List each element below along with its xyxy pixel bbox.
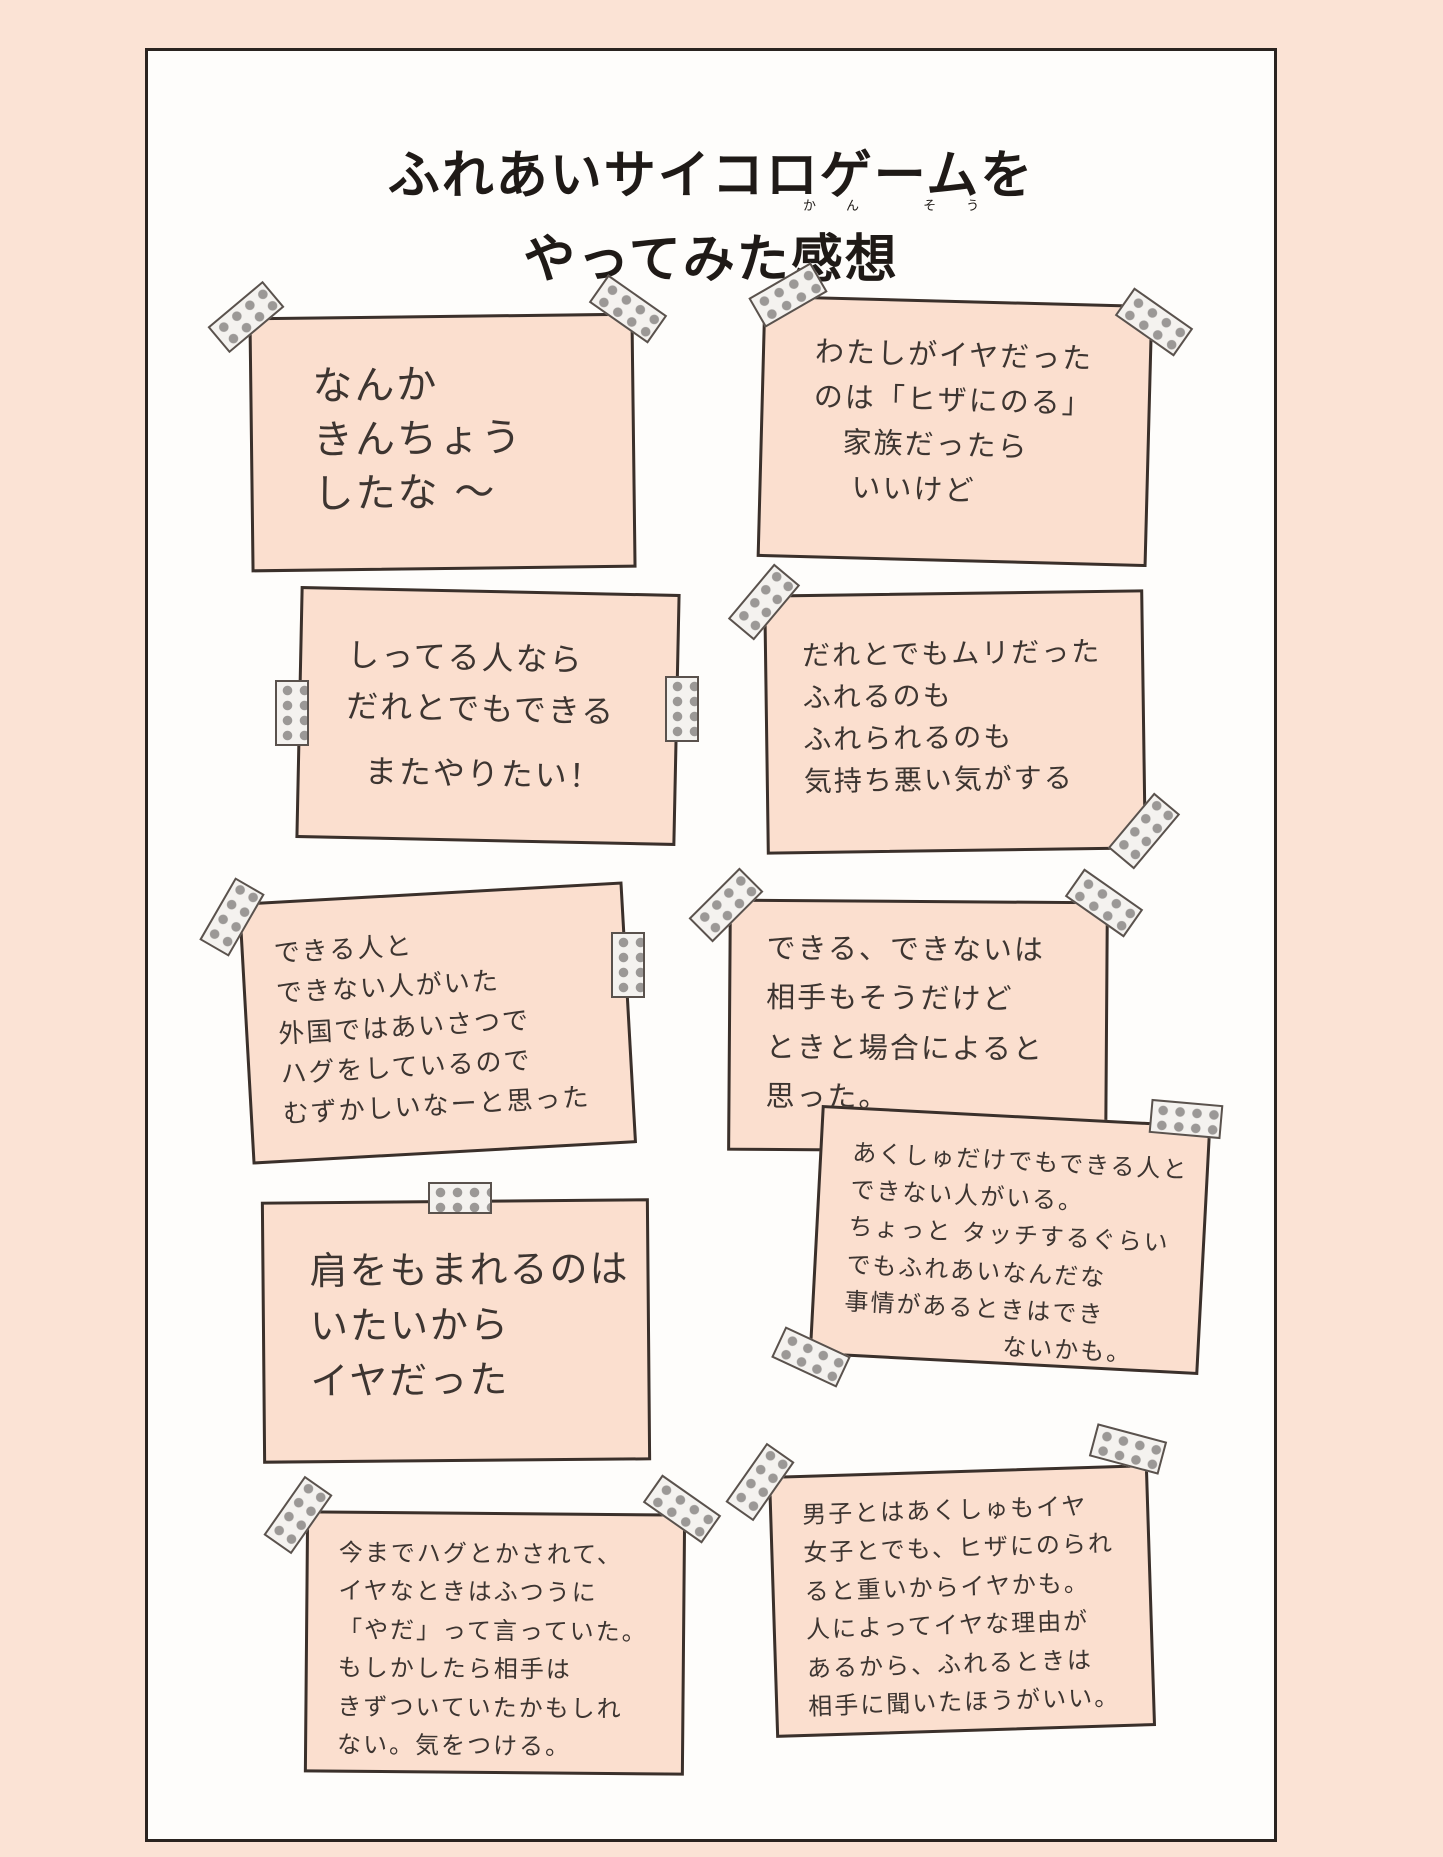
note-line: のは「ヒザにのる」 [813, 379, 1094, 421]
note-line: またやりたい！ [364, 752, 604, 796]
note-line: ふれるのも [802, 679, 953, 715]
note-line: なんか [312, 362, 439, 410]
sticky-note: わたしがイヤだった のは「ヒザにのる」 家族だったら いいけど [756, 294, 1154, 568]
page-title-line-2-text: やってみた感想 [523, 230, 899, 290]
page-title-line-2: かん そう やってみた感想 [148, 199, 1274, 292]
note-line: きんちょう [312, 415, 524, 464]
note-line: 肩をもまれるのは [309, 1246, 630, 1294]
masking-tape [1148, 1098, 1224, 1140]
note-line: ふれられるのも [803, 720, 1014, 757]
note-line: ない。気をつける。 [336, 1730, 572, 1761]
sticky-note: できる人と できない人がいた 外国ではあいさつで ハグをしているので むずかしい… [237, 881, 638, 1165]
sticky-note: 男子とはあくしゅもイヤ 女子とでも、ヒザにのられ ると重いからイヤかも。 人によ… [767, 1464, 1157, 1738]
note-line: イヤだった [310, 1357, 510, 1404]
masking-tape [611, 932, 645, 998]
sticky-note: しってる人なら だれとでもできる またやりたい！ [295, 586, 681, 846]
sticky-note: あくしゅだけでもできる人と できない人がいる。 ちょっと タッチするぐらい でも… [808, 1104, 1212, 1376]
note-line: イヤなときはふつうに [338, 1577, 598, 1608]
masking-tape [665, 676, 699, 742]
note-line: だれとでもできる [345, 687, 616, 731]
note-line: 今までハグとかされて、 [338, 1538, 623, 1570]
sticky-note: 今までハグとかされて、 イヤなときはふつうに 「やだ」って言っていた。 もしかし… [303, 1510, 687, 1776]
page-title-line-1: ふれあいサイコロゲームを [387, 146, 1035, 206]
sticky-note: だれとでもムリだった ふれるのも ふれられるのも 気持ち悪い気がする [763, 589, 1147, 855]
note-line: 家族だったら [842, 424, 1030, 464]
note-line: もしかしたら相手は [337, 1653, 572, 1684]
sticky-note: 肩をもまれるのは いたいから イヤだった [260, 1198, 652, 1464]
note-line: わたしがイヤだった [814, 334, 1094, 376]
masking-tape [428, 1182, 492, 1214]
note-line: いたいから [309, 1302, 511, 1349]
note-line: 気持ち悪い気がする [803, 761, 1075, 799]
note-line: したな 〜 [313, 469, 497, 518]
masking-tape [275, 680, 309, 746]
sticky-note: なんか きんちょう したな 〜 [248, 312, 637, 573]
note-line: できる、できないは [766, 930, 1046, 967]
note-line: いいけど [851, 470, 976, 508]
note-line: きずついていたかもしれ [337, 1692, 623, 1723]
note-line: 「やだ」って言っていた。 [337, 1615, 648, 1647]
title-ruby: かん そう [803, 199, 1010, 214]
note-line: 相手もそうだけど [766, 980, 1014, 1016]
note-line: だれとでもムリだった [801, 634, 1102, 673]
note-line: しってる人なら [346, 636, 584, 679]
note-line: ときと場合によると [765, 1029, 1045, 1066]
